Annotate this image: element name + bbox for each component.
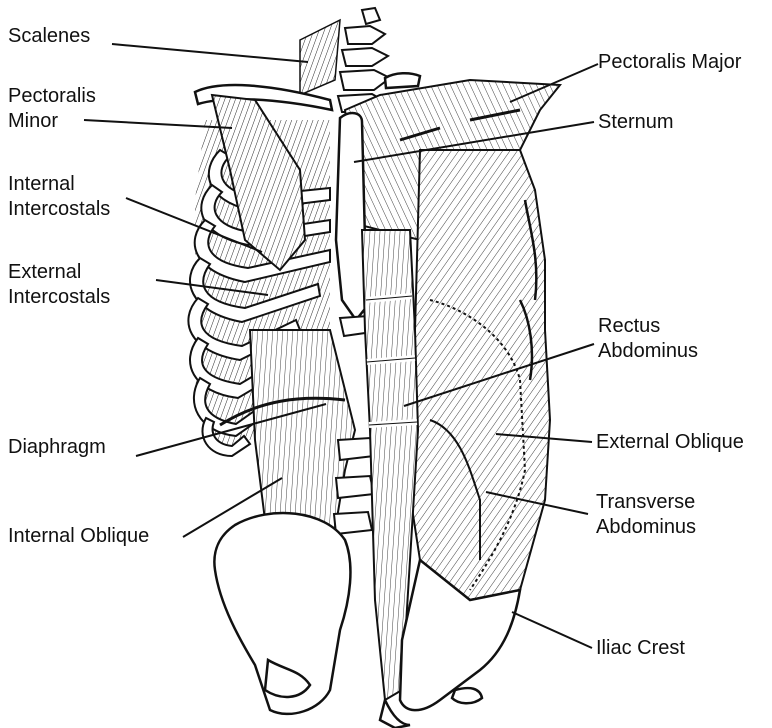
label-line: Intercostals — [8, 197, 110, 222]
label-line: Abdominus — [596, 515, 696, 540]
label-line: Rectus — [598, 314, 698, 339]
label-external-oblique: External Oblique — [596, 430, 744, 455]
leader-line-pectoralis-major — [510, 64, 598, 102]
label-line: Pectoralis — [8, 84, 96, 109]
leader-line-transverse-abdominus — [486, 492, 588, 514]
label-line: Internal Oblique — [8, 524, 149, 549]
leader-line-external-oblique — [496, 434, 592, 442]
label-line: Pectoralis Major — [598, 50, 741, 75]
leader-line-internal-oblique — [183, 478, 282, 537]
label-internal-oblique: Internal Oblique — [8, 524, 149, 549]
leader-line-rectus-abdominus — [404, 344, 594, 406]
label-line: Abdominus — [598, 339, 698, 364]
leader-line-scalenes — [112, 44, 308, 62]
label-pectoralis-minor: Pectoralis Minor — [8, 84, 96, 134]
label-transverse-abdominus: Transverse Abdominus — [596, 490, 696, 540]
label-line: Transverse — [596, 490, 696, 515]
leader-line-pectoralis-minor — [84, 120, 232, 128]
label-line: Intercostals — [8, 285, 110, 310]
leader-line-external-intercostals — [156, 280, 268, 295]
label-line: External — [8, 260, 110, 285]
leader-line-internal-intercostals — [126, 198, 262, 252]
label-line: External Oblique — [596, 430, 744, 455]
leader-line-iliac-crest — [512, 612, 592, 648]
label-scalenes: Scalenes — [8, 24, 90, 49]
label-line: Diaphragm — [8, 435, 106, 460]
label-line: Scalenes — [8, 24, 90, 49]
label-line: Iliac Crest — [596, 636, 685, 661]
label-diaphragm: Diaphragm — [8, 435, 106, 460]
label-sternum: Sternum — [598, 110, 674, 135]
label-line: Sternum — [598, 110, 674, 135]
label-pectoralis-major: Pectoralis Major — [598, 50, 741, 75]
label-line: Minor — [8, 109, 96, 134]
label-rectus-abdominus: Rectus Abdominus — [598, 314, 698, 364]
label-line: Internal — [8, 172, 110, 197]
leader-line-sternum — [354, 122, 594, 162]
label-iliac-crest: Iliac Crest — [596, 636, 685, 661]
label-external-intercostals: External Intercostals — [8, 260, 110, 310]
label-internal-intercostals: Internal Intercostals — [8, 172, 110, 222]
leader-line-diaphragm — [136, 404, 326, 456]
